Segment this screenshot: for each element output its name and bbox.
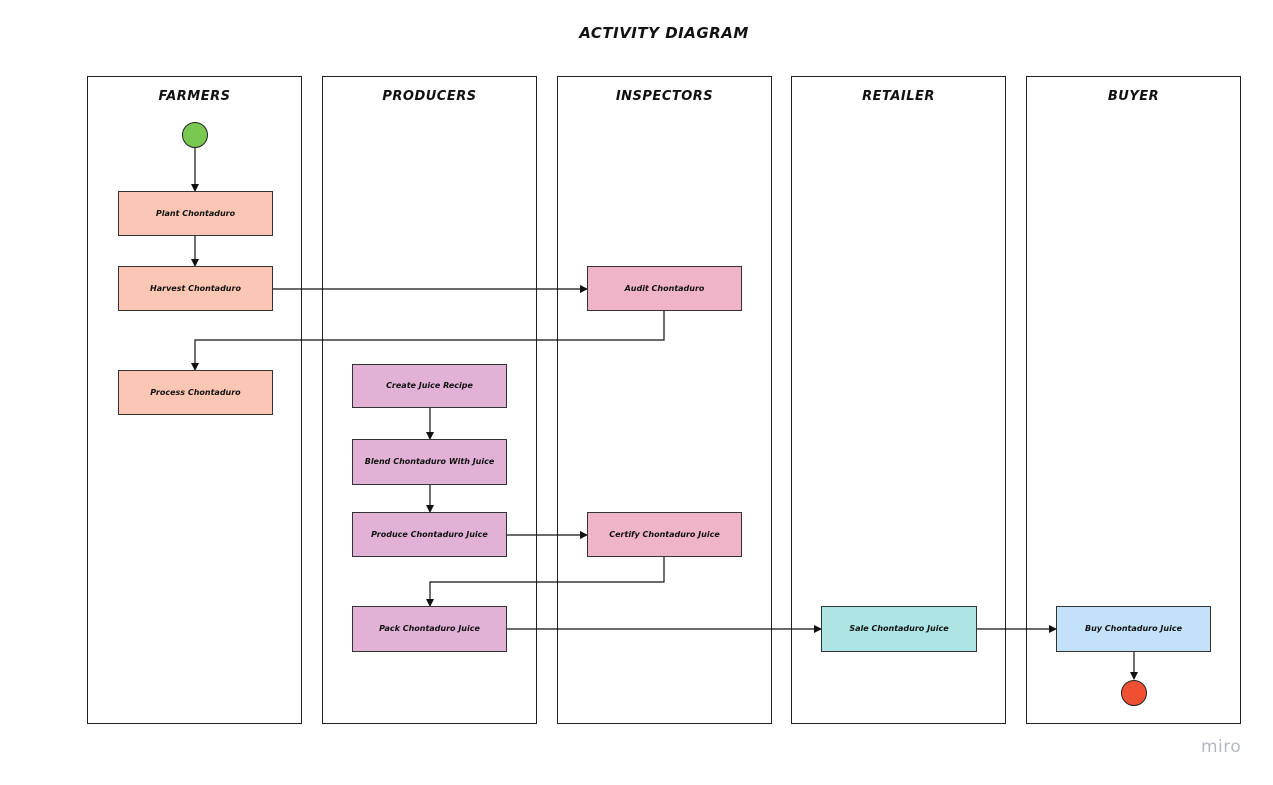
end-node[interactable] — [1121, 680, 1147, 706]
node-produce-chontaduro-juice[interactable]: Produce Chontaduro Juice — [352, 512, 507, 557]
lane-inspectors: INSPECTORS — [557, 76, 772, 724]
node-certify-chontaduro-juice[interactable]: Certify Chontaduro Juice — [587, 512, 742, 557]
node-audit-chontaduro[interactable]: Audit Chontaduro — [587, 266, 742, 311]
miro-watermark: miro — [1201, 737, 1242, 757]
node-blend-chontaduro-with-juice[interactable]: Blend Chontaduro With Juice — [352, 439, 507, 485]
node-harvest-chontaduro[interactable]: Harvest Chontaduro — [118, 266, 273, 311]
node-sale-chontaduro-juice[interactable]: Sale Chontaduro Juice — [821, 606, 977, 652]
node-process-chontaduro[interactable]: Process Chontaduro — [118, 370, 273, 415]
lane-title-farmers: FARMERS — [158, 89, 231, 104]
diagram-title: ACTIVITY DIAGRAM — [579, 24, 749, 42]
lane-title-retailer: RETAILER — [862, 89, 935, 104]
node-create-juice-recipe[interactable]: Create Juice Recipe — [352, 364, 507, 408]
node-pack-chontaduro-juice[interactable]: Pack Chontaduro Juice — [352, 606, 507, 652]
lane-title-inspectors: INSPECTORS — [615, 89, 714, 104]
lane-title-producers: PRODUCERS — [382, 89, 477, 104]
lane-title-buyer: BUYER — [1107, 89, 1160, 104]
node-buy-chontaduro-juice[interactable]: Buy Chontaduro Juice — [1056, 606, 1211, 652]
node-plant-chontaduro[interactable]: Plant Chontaduro — [118, 191, 273, 236]
start-node[interactable] — [182, 122, 208, 148]
